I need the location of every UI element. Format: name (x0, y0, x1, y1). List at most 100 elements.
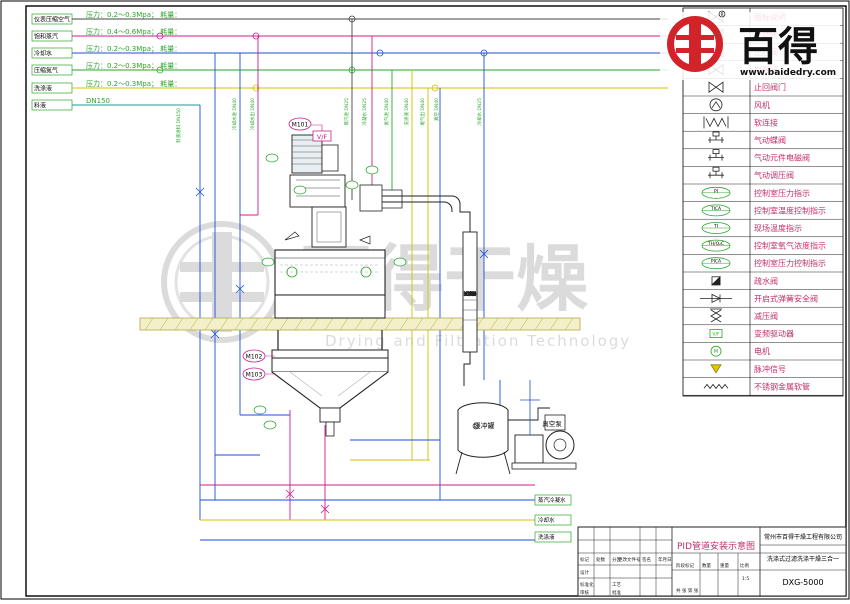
svg-text:V/F: V/F (317, 133, 328, 141)
legend-label: 控制室压力指示 (754, 188, 810, 198)
reducing-valve-icon (710, 308, 722, 323)
bottom-line-label-0: 蒸汽冷凝水 (538, 496, 566, 504)
legend-row: 软连接 (683, 116, 843, 132)
pica-instrument-icon: PICA (701, 257, 731, 270)
tb-rev-header-5: 年月日 (658, 556, 672, 563)
legend-label: 风机 (754, 100, 770, 110)
svg-text:TICA: TICA (710, 206, 722, 212)
tb-role-4: 批准 (612, 589, 621, 596)
legend-row: 减压阀 (683, 308, 843, 326)
vline-label-1: 冷却水进 DN40 (231, 98, 238, 130)
legend-label: 疏水阀 (754, 276, 778, 286)
tb-rev-header-2: 分区 (612, 556, 621, 563)
legend-row: M 电机 (683, 345, 843, 361)
legend-label: 电机 (754, 346, 770, 356)
vline-label-2: 冷却水出 DN40 (249, 98, 256, 130)
buffer-tank-label: 缓冲罐 (474, 421, 495, 430)
legend-row: 风机 (683, 98, 843, 114)
utility-tag-2: 冷却水 (34, 50, 52, 58)
watermark: 百得干燥 Drying and Filtration Technology (161, 221, 631, 350)
legend-row: 疏水阀 (683, 276, 843, 290)
bottom-line-labels: 蒸汽冷凝水 冷却水 洗涤液 (534, 494, 572, 543)
company-name: 常州市百得干燥工程有限公司 (764, 533, 842, 541)
vline-label-5: 氮气进 DN40 (383, 98, 390, 126)
svg-text:PI: PI (714, 188, 718, 194)
vessel-instruments (253, 153, 407, 430)
tb-rev-header-4: 签名 (642, 556, 651, 563)
pneumatic-regulator-icon (708, 166, 724, 179)
m101-tag (288, 117, 312, 131)
bottom-line-label-1: 冷却水 (538, 516, 555, 524)
legend-row: 气动调压阀 (683, 166, 843, 185)
legend-label: 变频驱动器 (754, 329, 794, 339)
pi-instrument-icon: PI (701, 186, 731, 199)
pneumatic-solenoid-icon (708, 149, 724, 161)
vfd-icon: V/F (709, 329, 723, 339)
tb-rev-header-1: 处数 (596, 556, 605, 563)
utility-tag-4: 洗涤液 (34, 85, 52, 93)
equipment-name: 洗涤式过滤洗涤干燥三合一 (767, 555, 839, 563)
vline-label-9: 冷却水 DN25 (476, 98, 483, 126)
utility-spec-2: 压力：0.2～0.3Mpa； 耗量： (86, 44, 181, 53)
tb-role-2: 审核 (580, 589, 589, 596)
svg-text:PICA: PICA (711, 259, 722, 265)
safety-valve-icon (700, 293, 732, 304)
discharge-cone (271, 371, 389, 409)
brand-url: www.baidedry.com (740, 68, 836, 78)
legend-row: 气动蝶阀 (683, 131, 843, 150)
svg-text:R: R (721, 12, 724, 17)
vessel-jacket (274, 294, 386, 319)
svg-text:M101: M101 (292, 122, 309, 129)
tb-scale-value: 1:5 (742, 576, 749, 582)
vline-label-3: 蒸汽进 DN25 (343, 98, 350, 126)
tb-role-0: 设计 (580, 569, 589, 576)
utility-tag-0: 仪表压缩空气 (34, 16, 70, 24)
tb-scale: 比例 (740, 562, 749, 569)
buffer-tank: 缓冲罐 (455, 402, 511, 475)
steam-trap-icon (711, 275, 721, 286)
legend-row: V/F 变频驱动器 (683, 329, 843, 343)
svg-text:M102: M102 (246, 354, 263, 361)
utility-lines: 仪表压缩空气 饱和蒸汽 冷却水 压缩氮气 洗涤液 料液 压力：0.2～0.3Mp… (31, 10, 668, 111)
legend-row: PI 控制室压力指示 (683, 186, 843, 202)
legend-row: 开启式弹簧安全阀 (683, 293, 843, 308)
filter-dryer-vessel (271, 134, 403, 437)
drawing-title: PID管道安装示意图 (677, 540, 755, 552)
drawing-frame (25, 5, 847, 597)
vline-label-7: 尾气出 DN40 (419, 98, 426, 126)
legend-row: 不锈钢金属软管 (683, 381, 843, 396)
motor-tags: V/F M101 M102 M103 (242, 117, 332, 381)
vertical-line-labels: 料液进料 DN150 冷却水进 DN40 冷却水出 DN40 蒸汽进 DN25 … (175, 98, 483, 143)
legend-label: 开启式弹簧安全阀 (754, 293, 818, 303)
utility-tag-1: 饱和蒸汽 (34, 33, 58, 41)
inline-valves (195, 187, 489, 514)
brand-name: 百得 (738, 24, 818, 70)
legend-label: 现场温度指示 (754, 223, 802, 233)
vacuum-pump: 真空泵 (508, 380, 577, 470)
tica-instrument-icon: TICA (701, 204, 731, 217)
utility-tag-5: 料液 (34, 102, 46, 110)
filter-label: 过滤器 (464, 290, 476, 296)
ss-hose-icon (703, 383, 729, 390)
vertical-lines (199, 19, 535, 541)
utility-spec-5: DN150 (86, 97, 110, 105)
legend-row: 脉冲信号 (683, 364, 843, 378)
tb-rev-header-3: 更改文件号 (618, 556, 641, 563)
svg-text:M: M (714, 349, 718, 355)
tb-role-3: 工艺 (612, 582, 621, 588)
vacuum-pump-label: 真空泵 (542, 419, 562, 428)
watermark-text-en: Drying and Filtration Technology (325, 332, 631, 350)
utility-spec-1: 压力：0.4～0.6Mpa； 耗量： (86, 27, 181, 36)
tb-sheet: 共 张 第 张 (676, 587, 699, 594)
legend-label: 气动调压阀 (754, 170, 794, 180)
utility-spec-3: 压力：0.2～0.3Mpa； 耗量： (86, 61, 181, 70)
brand-logo: R 百得 www.baidedry.com (660, 10, 840, 80)
legend-label: 脉冲信号 (754, 364, 786, 374)
tb-stage: 阶段标记 (676, 562, 694, 569)
model-number: DXG-5000 (782, 578, 823, 587)
motor-icon: M (710, 345, 722, 357)
legend-label: 软连接 (754, 117, 778, 127)
